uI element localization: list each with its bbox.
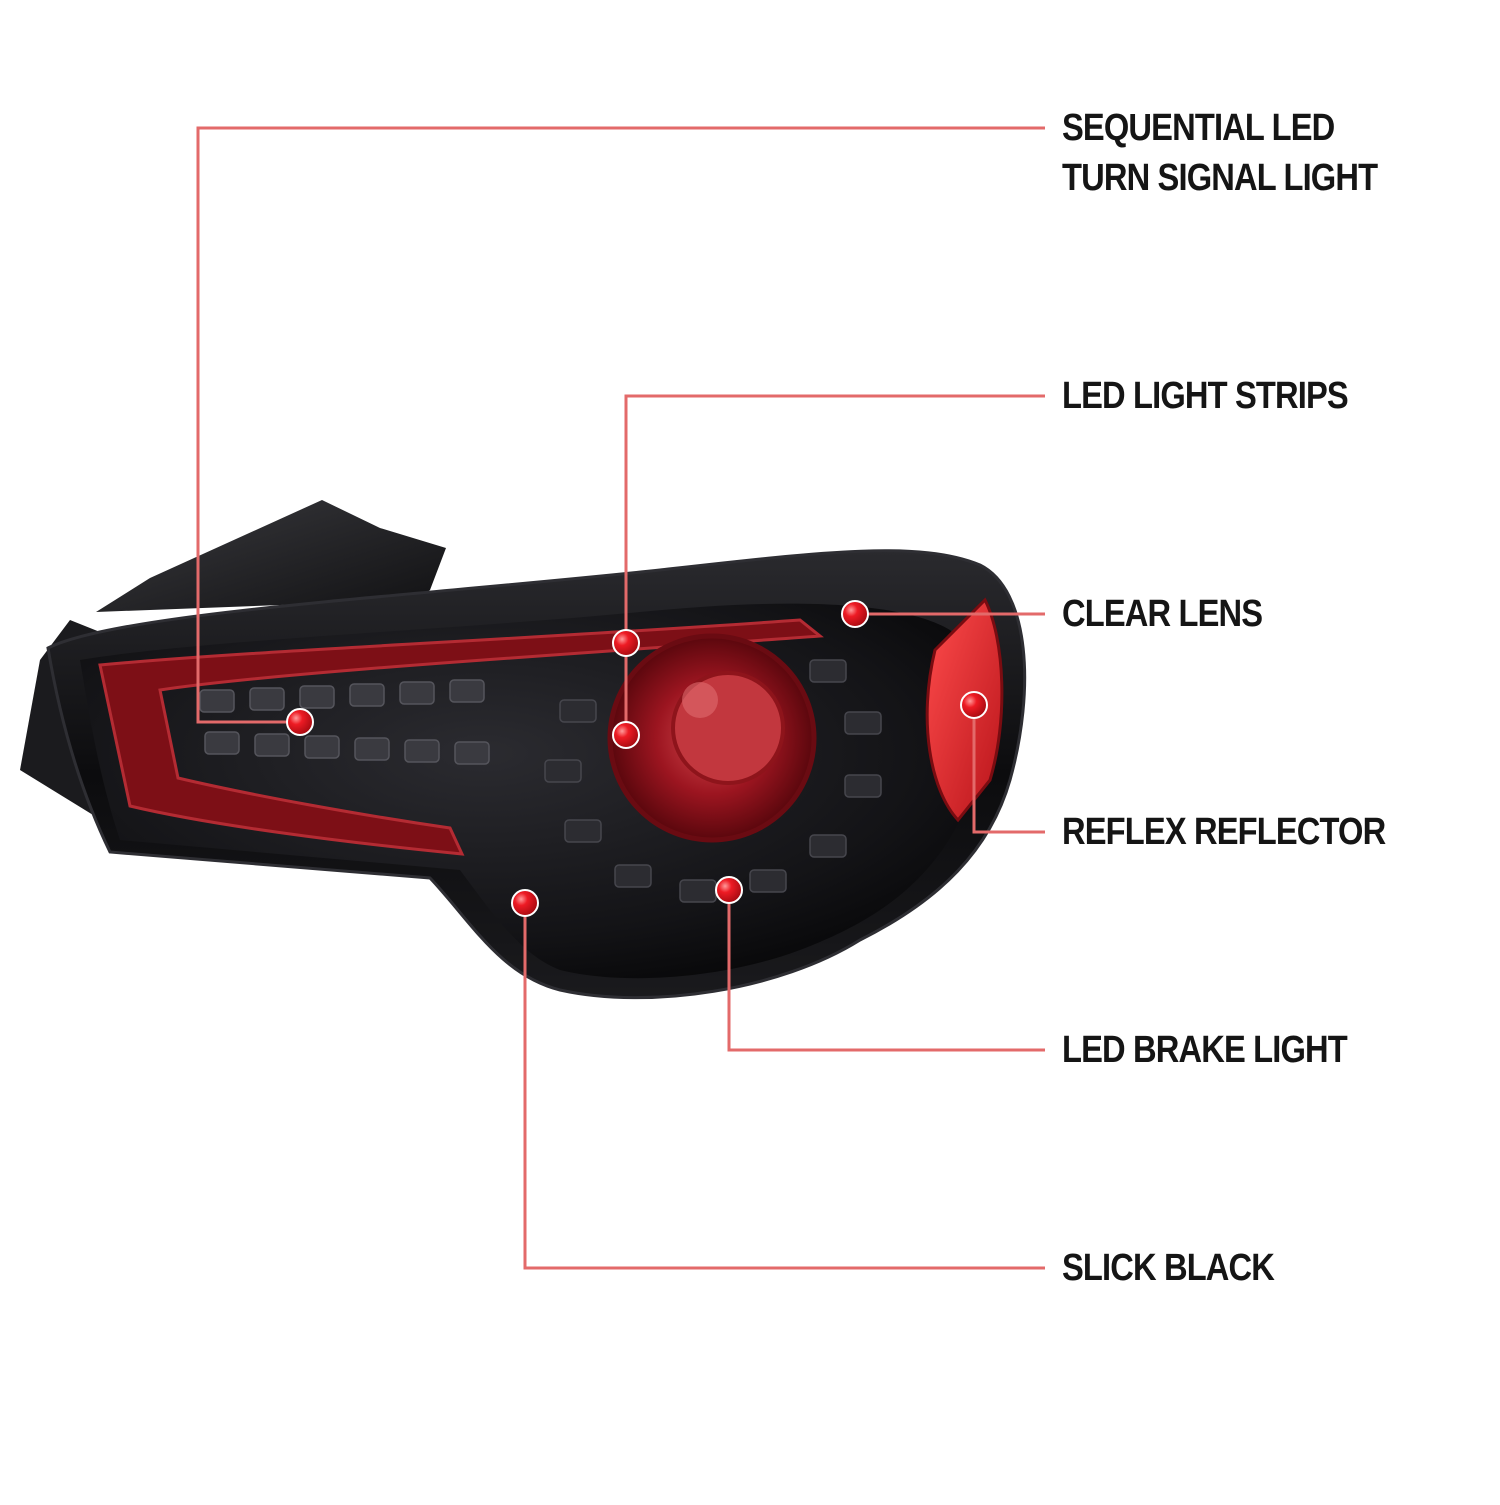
label-clear-lens: CLEAR LENS [1062,589,1263,639]
label-slick-black: SLICK BLACK [1062,1243,1275,1293]
leader-led-light-strips [624,394,1045,735]
led-cluster [199,679,490,765]
label-reflex-reflector: REFLEX REFLECTOR [1062,807,1386,857]
leader-reflex-reflector [972,705,1045,834]
brake-led-ring [544,659,882,903]
label-clear-lens-text: CLEAR LENS [1062,593,1263,635]
label-sequential-led-line2: TURN SIGNAL LIGHT [1062,157,1378,199]
red-led-strip [98,618,824,856]
leader-slick-black [523,903,1045,1270]
dot-led-strip-center [612,721,640,749]
leader-lines [196,126,1045,1270]
label-led-brake-light: LED BRAKE LIGHT [1062,1025,1348,1075]
label-led-light-strips: LED LIGHT STRIPS [1062,371,1349,421]
label-sequential-led-line1: SEQUENTIAL LED [1062,107,1335,149]
label-led-brake-light-text: LED BRAKE LIGHT [1062,1029,1348,1071]
label-slick-black-text: SLICK BLACK [1062,1247,1275,1289]
label-reflex-reflector-text: REFLEX REFLECTOR [1062,811,1386,853]
dot-reflex-reflector [960,691,988,719]
dot-sequential-led [286,708,314,736]
dot-slick-black [511,889,539,917]
brake-light-highlight [682,682,718,718]
leader-led-brake-light [727,890,1045,1052]
mounting-bracket [96,500,446,612]
leader-sequential-led [196,126,1045,724]
dot-led-brake-light [715,876,743,904]
dot-clear-lens [841,600,869,628]
dot-led-strip-top [612,629,640,657]
label-led-light-strips-text: LED LIGHT STRIPS [1062,375,1349,417]
label-sequential-led: SEQUENTIAL LED TURN SIGNAL LIGHT [1062,103,1378,203]
callout-dots [286,600,988,917]
